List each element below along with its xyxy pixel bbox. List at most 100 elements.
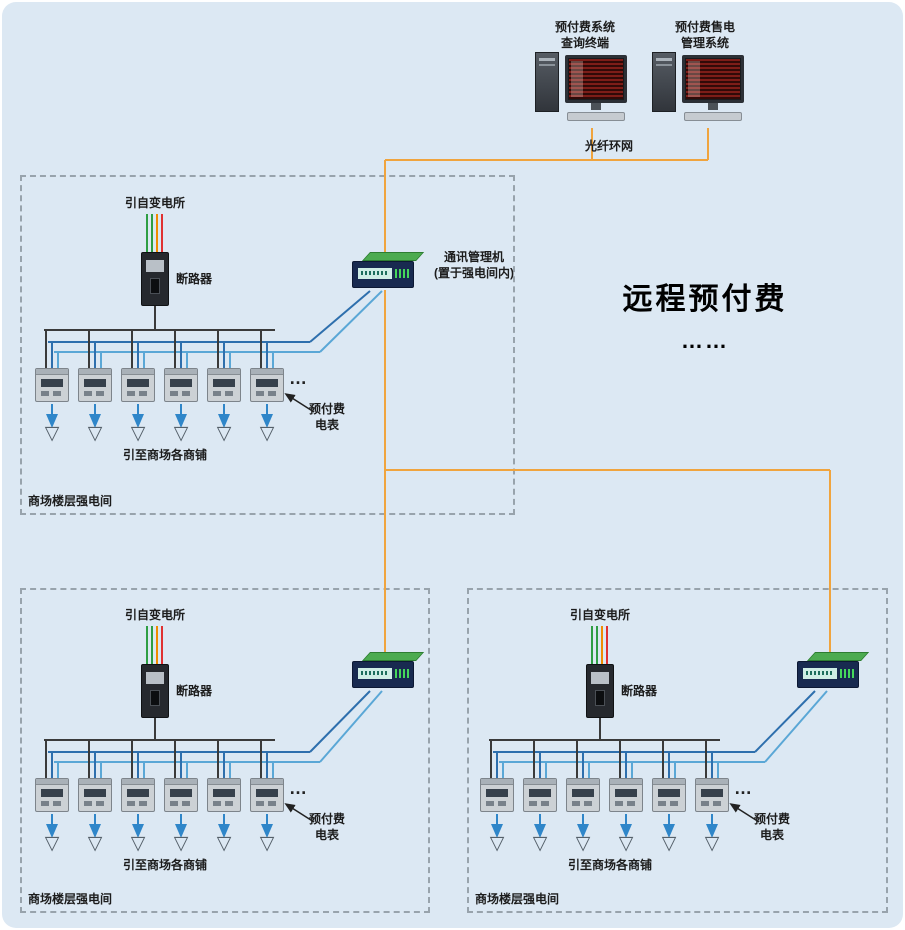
label-line: 电表 — [759, 827, 784, 842]
room-title-3: 商场楼层强电间 — [475, 892, 560, 906]
meter-button — [498, 801, 506, 806]
circuit-breaker-1 — [141, 252, 169, 306]
phase-wire — [156, 626, 158, 664]
meter-button — [658, 801, 666, 806]
meter-button — [170, 391, 178, 396]
prepaid-meter — [78, 368, 112, 402]
load-triangle: ▽ — [173, 832, 189, 854]
comm-bus — [309, 690, 371, 753]
load-triangle: ▽ — [130, 422, 146, 444]
load-triangle: ▽ — [216, 832, 232, 854]
meter-display — [701, 789, 723, 797]
meter-button — [627, 801, 635, 806]
meter-rail — [122, 369, 154, 375]
prepaid-meter — [207, 778, 241, 812]
phase-wire — [151, 626, 153, 664]
comm-bus — [754, 690, 816, 753]
meter-rail — [251, 369, 283, 375]
label-line: 通讯管理机 — [443, 250, 504, 264]
meter-rail — [567, 779, 599, 785]
breaker-label-2: 断路器 — [176, 684, 213, 698]
main-title-ellipsis: …… — [681, 328, 729, 353]
prepaid-meter — [480, 778, 514, 812]
phase-wire — [601, 626, 603, 664]
prepaid-meter — [164, 778, 198, 812]
load-triangle: ▽ — [618, 832, 634, 854]
meter-rail — [79, 369, 111, 375]
comm-manager-leds — [395, 669, 409, 678]
comm-manager-display — [358, 668, 392, 679]
meter-button — [213, 391, 221, 396]
sales-management-computer — [652, 52, 754, 126]
query-terminal-label: 预付费系统 查询终端 — [527, 20, 643, 51]
meter-rail — [481, 779, 513, 785]
comm-bus-b — [319, 690, 383, 763]
meter-button — [256, 391, 264, 396]
meter-rail — [165, 369, 197, 375]
meter-rail — [165, 779, 197, 785]
computer-tower — [535, 52, 559, 112]
more-meters-dots-1: … — [289, 368, 308, 388]
room-box-1 — [20, 175, 515, 515]
meter-button — [529, 801, 537, 806]
meter-display — [127, 789, 149, 797]
breaker-panel — [146, 672, 164, 684]
meter-button — [127, 391, 135, 396]
prepaid-meter — [78, 778, 112, 812]
more-meters-dots-2: … — [289, 778, 308, 798]
comm-manager-leds — [395, 269, 409, 278]
meter-button — [713, 801, 721, 806]
substation-label-2: 引自变电所 — [124, 608, 185, 622]
prepaid-meter — [121, 368, 155, 402]
breaker-label-3: 断路器 — [621, 684, 658, 698]
circuit-breaker-2 — [141, 664, 169, 718]
label-line: 预付费系统 — [554, 20, 615, 34]
meter-button — [256, 801, 264, 806]
meter-display — [529, 789, 551, 797]
prepaid-meter — [35, 368, 69, 402]
meter-label-pointer — [284, 803, 315, 823]
meter-rail — [208, 779, 240, 785]
comm-manager-top — [362, 652, 425, 661]
meter-display — [41, 789, 63, 797]
meter-button — [139, 391, 147, 396]
meter-display — [84, 379, 106, 387]
load-triangle: ▽ — [173, 422, 189, 444]
meter-display — [213, 379, 235, 387]
comm-bus — [309, 290, 371, 343]
shops-label-3: 引至商场各商铺 — [567, 858, 652, 872]
meter-display — [658, 789, 680, 797]
meter-display — [84, 789, 106, 797]
meter-rail — [610, 779, 642, 785]
load-triangle: ▽ — [575, 832, 591, 854]
meter-button — [139, 801, 147, 806]
computer-keyboard — [684, 112, 742, 121]
substation-label-3: 引自变电所 — [569, 608, 630, 622]
meter-display — [572, 789, 594, 797]
shops-label-2: 引至商场各商铺 — [122, 858, 207, 872]
meter-display — [486, 789, 508, 797]
computer-monitor — [565, 55, 627, 103]
comm-manager-display — [803, 668, 837, 679]
monitor-stand — [708, 103, 718, 110]
fiber-network-label: 光纤环网 — [585, 139, 634, 153]
circuit-breaker-3 — [586, 664, 614, 718]
prepaid-meter — [121, 778, 155, 812]
supply-wires-2 — [146, 626, 163, 664]
meter-rail — [36, 779, 68, 785]
shops-label-1: 引至商场各商铺 — [122, 448, 207, 462]
comm-bus-b — [764, 690, 828, 763]
comm-manager-body — [352, 261, 414, 288]
load-triangle: ▽ — [130, 832, 146, 854]
monitor-screen — [569, 59, 623, 99]
phase-wire — [156, 214, 158, 252]
meter-button — [182, 801, 190, 806]
meter-button — [268, 801, 276, 806]
label-line: 预付费售电 — [674, 20, 735, 34]
comm-manager-body — [797, 661, 859, 688]
meter-button — [225, 391, 233, 396]
phase-wire — [591, 626, 593, 664]
comm-manager-device-1 — [352, 252, 425, 290]
